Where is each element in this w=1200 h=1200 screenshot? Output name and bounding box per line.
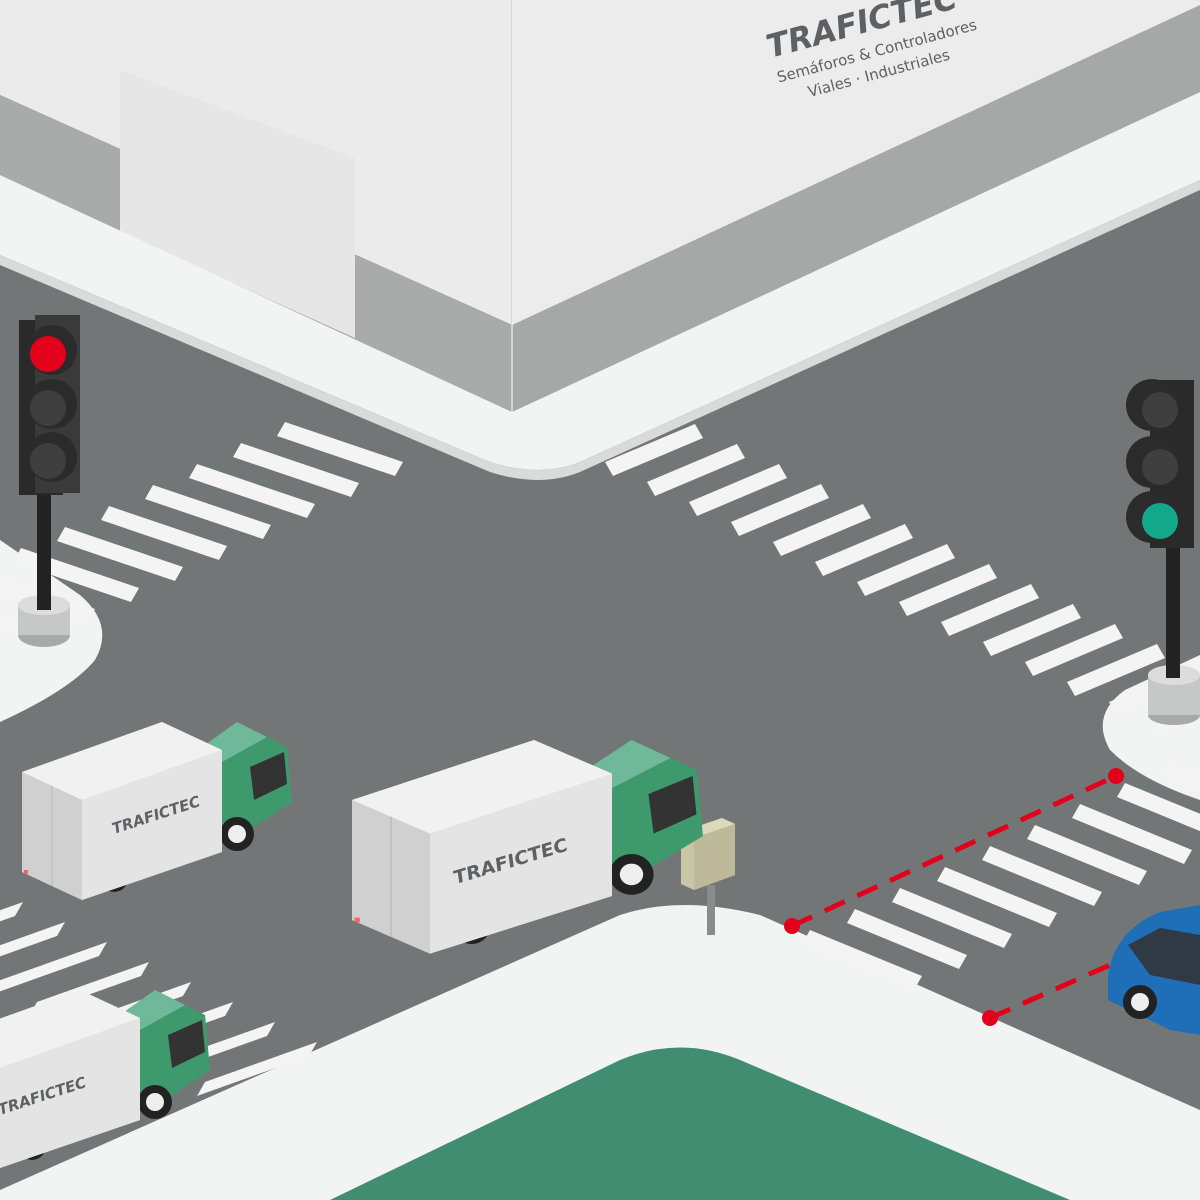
traffic-light-right (1126, 379, 1200, 725)
crosswalk-top-right-stripe (689, 464, 787, 516)
crosswalk-bottom-right-stripe (802, 930, 922, 990)
crosswalk-top-right-stripe (647, 444, 745, 496)
crosswalk-top-right-stripe (1067, 644, 1165, 696)
crosswalk-top-right-stripe (857, 544, 955, 596)
crosswalk-bottom-left-stripe (0, 922, 65, 957)
crosswalk-top-right-stripe (983, 604, 1081, 656)
crosswalk-bottom-right-stripe (1072, 804, 1192, 864)
crosswalk-bottom-right-stripe (937, 867, 1057, 927)
crosswalk-top-right-stripe (605, 424, 703, 476)
red-light-on (30, 336, 66, 372)
crosswalk-top-right-stripe (941, 584, 1039, 636)
crosswalk-top-right-stripe (773, 504, 871, 556)
detector-point (784, 918, 800, 934)
crosswalk-bottom-right-stripe (847, 909, 967, 969)
detector-point (982, 1010, 998, 1026)
crosswalk-bottom-left-stripe (0, 942, 107, 992)
crosswalk-bottom-right-stripe (982, 846, 1102, 906)
crosswalk-bottom-right-stripe (1117, 783, 1200, 832)
sidewalk-top (0, 92, 1200, 470)
building-right-wall (512, 5, 1200, 412)
vehicle-detector-lines (784, 768, 1124, 1026)
crosswalk-bottom-right-stripe (1027, 825, 1147, 885)
crosswalk-bottom-right-stripe (892, 888, 1012, 948)
crosswalk-top-right-stripe (1025, 624, 1123, 676)
crosswalk-top-left-stripe (101, 506, 227, 560)
crosswalk-top-left-stripe (189, 464, 315, 518)
traffic-light-left (18, 315, 80, 647)
crosswalk-bottom-left-stripe (197, 1042, 317, 1096)
grass-area (330, 1047, 1070, 1200)
detector-point (1108, 768, 1124, 784)
crosswalk-bottom-left-stripe (0, 902, 23, 922)
crosswalk-top-right-stripe (815, 524, 913, 576)
truck: TRAFICTEC (21, 721, 293, 901)
building: TRAFICTEC Semáforos & Controladores Vial… (0, 0, 1200, 412)
crosswalk-top-left-stripe (233, 443, 359, 497)
crosswalk-top-right-stripe (731, 484, 829, 536)
truck: TRAFICTEC (351, 739, 704, 955)
crosswalk-top-left-stripe (277, 422, 403, 476)
crosswalk-top-left-stripe (145, 485, 271, 539)
truck: TRAFICTEC (0, 989, 211, 1169)
blue-car (1108, 905, 1200, 1035)
crosswalk-top-left-stripe (57, 527, 183, 581)
crosswalk-top-right-stripe (899, 564, 997, 616)
green-light-on (1142, 503, 1178, 539)
crosswalk-bottom-right-stripe (1162, 762, 1200, 792)
building-panel (120, 70, 355, 338)
